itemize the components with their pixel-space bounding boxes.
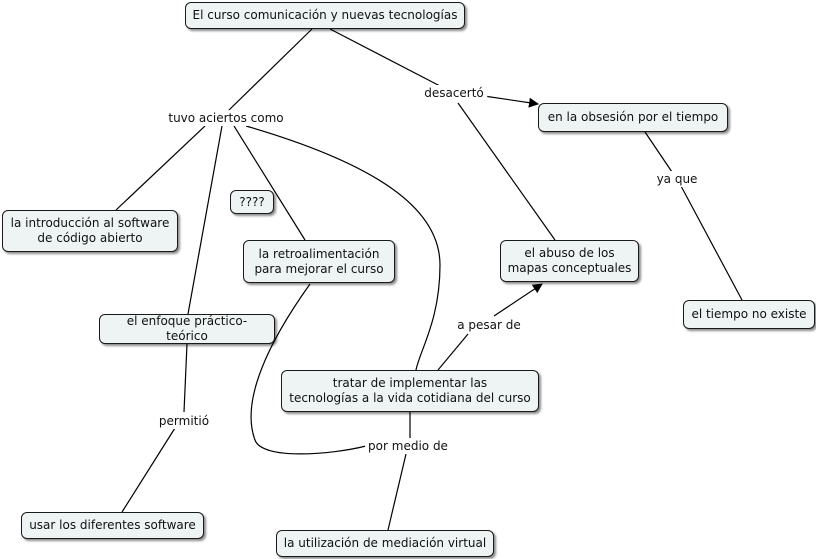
concept-abuso-mapas[interactable]: el abuso de los mapas conceptuales — [500, 240, 639, 282]
curve-retro-to-pormedio — [250, 283, 367, 455]
line-tuvo-to-retro — [233, 125, 306, 241]
concept-obsesion-tiempo[interactable]: en la obsesión por el tiempo — [538, 103, 728, 132]
curve-tuvo-to-tratar — [245, 125, 441, 371]
line-pormedio-to-mediacion — [387, 453, 407, 531]
concept-enfoque-practico[interactable]: el enfoque práctico-teórico — [99, 314, 275, 344]
arrow-desacerto-to-obsesion — [483, 95, 539, 108]
concept-introduccion-software[interactable]: la introducción al software de código ab… — [2, 210, 178, 252]
concept-mediacion-virtual[interactable]: la utilización de mediación virtual — [276, 530, 494, 557]
concept-interrogacion[interactable]: ???? — [230, 190, 274, 214]
link-desacerto: desacertó — [421, 85, 487, 101]
link-a-pesar-de: a pesar de — [454, 317, 524, 333]
line-tuvo-to-introduccion — [115, 125, 206, 211]
line-enfoque-to-permitio — [183, 343, 188, 413]
concept-tiempo-no-existe[interactable]: el tiempo no existe — [683, 300, 815, 329]
link-tuvo-aciertos-como: tuvo aciertos como — [165, 110, 287, 126]
line-tratar-to-apesar — [437, 333, 469, 371]
line-desacerto-to-abuso — [457, 102, 556, 241]
line-obsesion-to-yaque — [644, 131, 673, 173]
link-por-medio-de: por medio de — [365, 438, 451, 454]
concept-root[interactable]: El curso comunicación y nuevas tecnologí… — [185, 2, 465, 29]
line-root-to-desacerto — [329, 28, 441, 87]
concept-retroalimentacion[interactable]: la retroalimentación para mejorar el cur… — [243, 240, 395, 283]
concept-tratar-implementar[interactable]: tratar de implementar las tecnologías a … — [281, 370, 539, 412]
concept-usar-software[interactable]: usar los diferentes software — [21, 512, 204, 539]
line-tuvo-to-enfoque — [187, 125, 223, 315]
arrow-apesar-to-abuso — [493, 283, 543, 317]
line-yaque-to-tiempo — [680, 185, 743, 301]
link-ya-que: ya que — [653, 171, 701, 187]
line-root-to-tuvo — [227, 28, 313, 112]
line-permitio-to-usar — [121, 427, 176, 513]
link-permitio: permitió — [155, 413, 213, 429]
